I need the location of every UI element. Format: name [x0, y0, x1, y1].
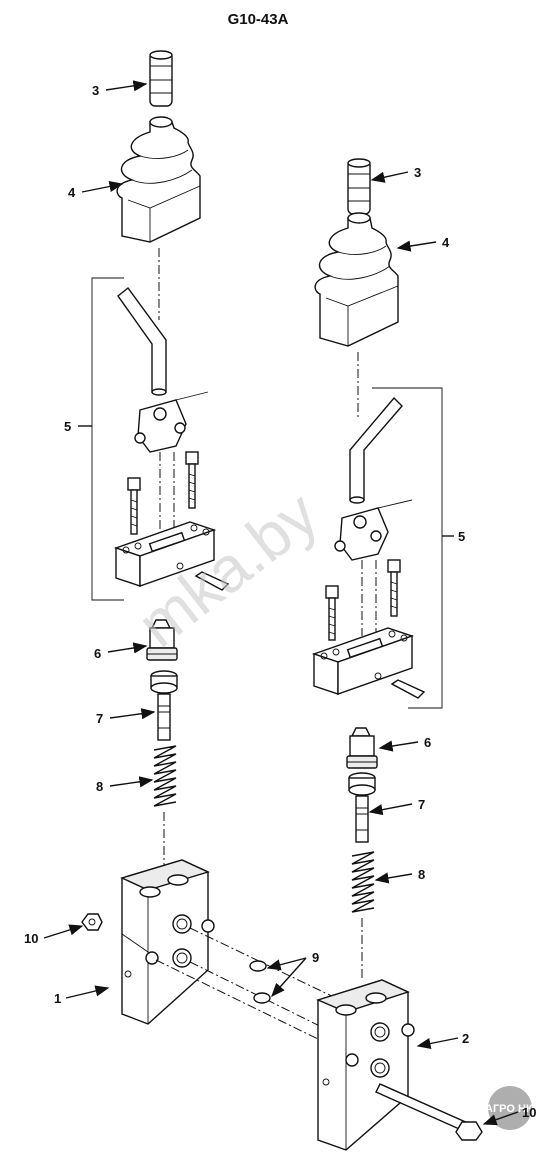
part-5-lever-assembly-right [311, 396, 426, 699]
logo-text: АГРО НК [485, 1103, 533, 1115]
part-6-plug-left [146, 619, 178, 661]
part-7-spool-right [348, 772, 376, 843]
part-8-spring-right [351, 851, 375, 913]
callout-10-left: 10 [24, 931, 38, 946]
callout-2: 2 [462, 1031, 469, 1046]
callout-1: 1 [54, 991, 61, 1006]
part-1-valve-body-left [120, 859, 215, 1025]
callout-7-right: 7 [418, 797, 425, 812]
part-4-boot-left [116, 116, 201, 243]
part-3-knob-right [347, 158, 371, 215]
callout-leaders [43, 80, 519, 1126]
callout-8-left: 8 [96, 779, 103, 794]
callout-8-right: 8 [418, 867, 425, 882]
part-4-boot-right [314, 212, 399, 347]
agro-logo: АГРО НК [485, 1086, 533, 1130]
bracket-part-5-right [372, 387, 443, 709]
callout-4-left: 4 [68, 185, 76, 200]
callout-6-right: 6 [424, 735, 431, 750]
diagram-title: G10-43A [228, 11, 289, 28]
part-8-spring-left [153, 745, 177, 807]
part-5-lever-assembly-left [113, 286, 230, 591]
callout-4-right: 4 [442, 235, 450, 250]
part-6-plug-right [346, 727, 378, 769]
callout-6-left: 6 [94, 646, 101, 661]
callout-3-left: 3 [92, 83, 99, 98]
part-9-o-rings [249, 960, 271, 1004]
callout-3-right: 3 [414, 165, 421, 180]
callout-5-right: 5 [458, 529, 465, 544]
part-10-bolt-right [375, 1083, 483, 1141]
part-10-nut-left [81, 913, 103, 931]
part-3-knob-left [149, 50, 173, 107]
callout-9: 9 [312, 950, 319, 965]
part-7-spool-left [150, 670, 178, 741]
callout-10-right: 10 [522, 1105, 536, 1120]
part-2-valve-body-right [315, 979, 415, 1151]
callout-5-left: 5 [64, 419, 71, 434]
bracket-part-5-left [91, 277, 124, 601]
callout-7-left: 7 [96, 711, 103, 726]
